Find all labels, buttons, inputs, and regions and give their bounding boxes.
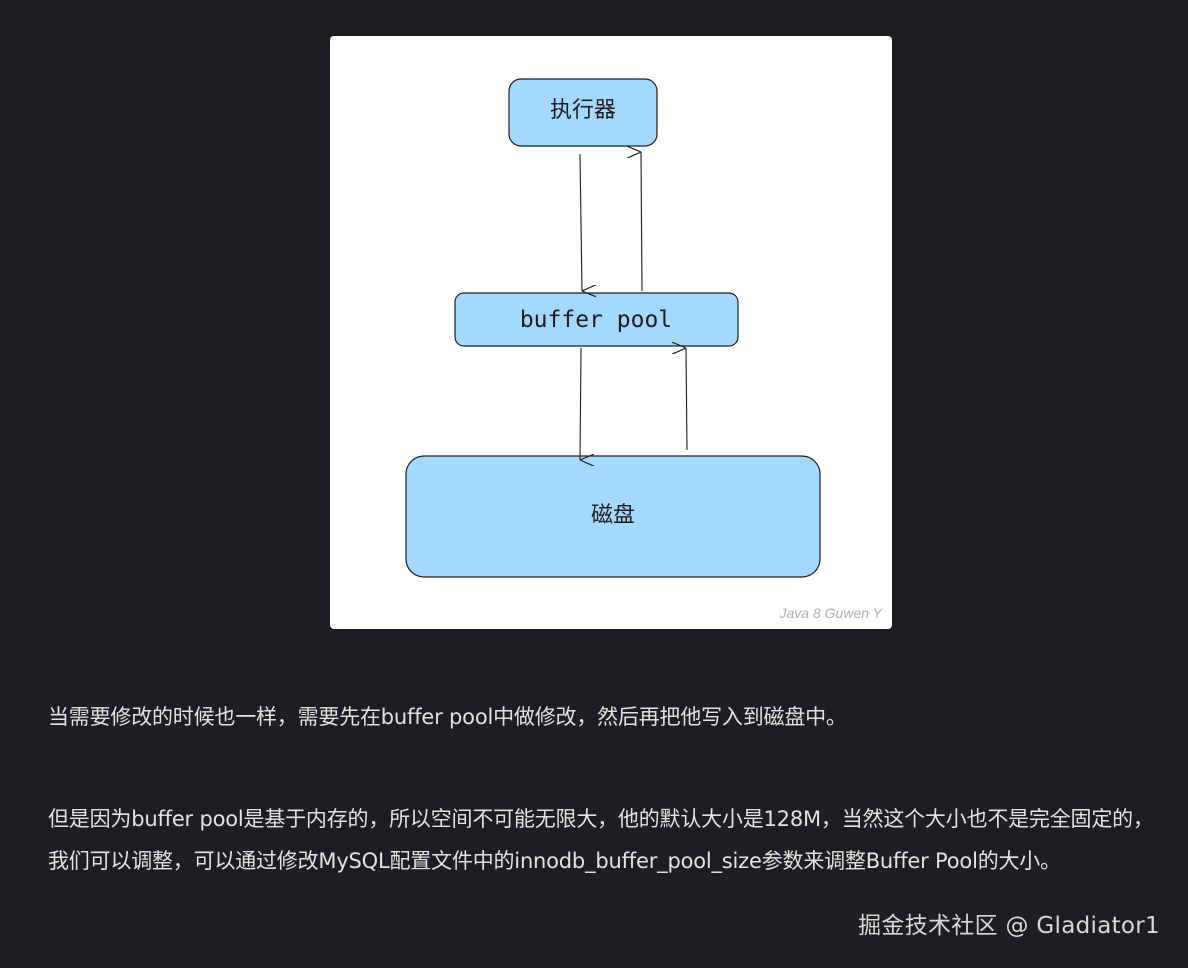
figure-watermark: Java 8 Guwen Y	[779, 605, 882, 621]
paragraph-buffer-pool-size: 但是因为buffer pool是基于内存的，所以空间不可能无限大，他的默认大小是…	[48, 807, 1154, 873]
paragraph-modify-flow: 当需要修改的时候也一样，需要先在buffer pool中做修改，然后再把他写入到…	[48, 705, 847, 729]
site-watermark: 掘金技术社区 @ Gladiator1	[858, 913, 1160, 939]
disk-label: 磁盘	[591, 503, 635, 528]
buffer-pool-label: buffer pool	[520, 307, 672, 333]
buffer-pool-node: buffer pool	[454, 292, 739, 347]
arrow-buffer-pool-to-disk	[579, 347, 581, 460]
diagram-canvas: 执行器 buffer pool 磁盘	[405, 78, 821, 578]
architecture-diagram: 执行器 buffer pool 磁盘 Java 8 Guwen Y	[330, 36, 892, 629]
executor-label: 执行器	[550, 98, 616, 123]
arrow-disk-to-buffer-pool	[686, 348, 688, 451]
executor-node: 执行器	[508, 78, 658, 147]
arrow-buffer-pool-to-executor	[641, 152, 643, 292]
arrow-executor-to-buffer-pool	[579, 153, 582, 291]
disk-node: 磁盘	[405, 455, 821, 578]
